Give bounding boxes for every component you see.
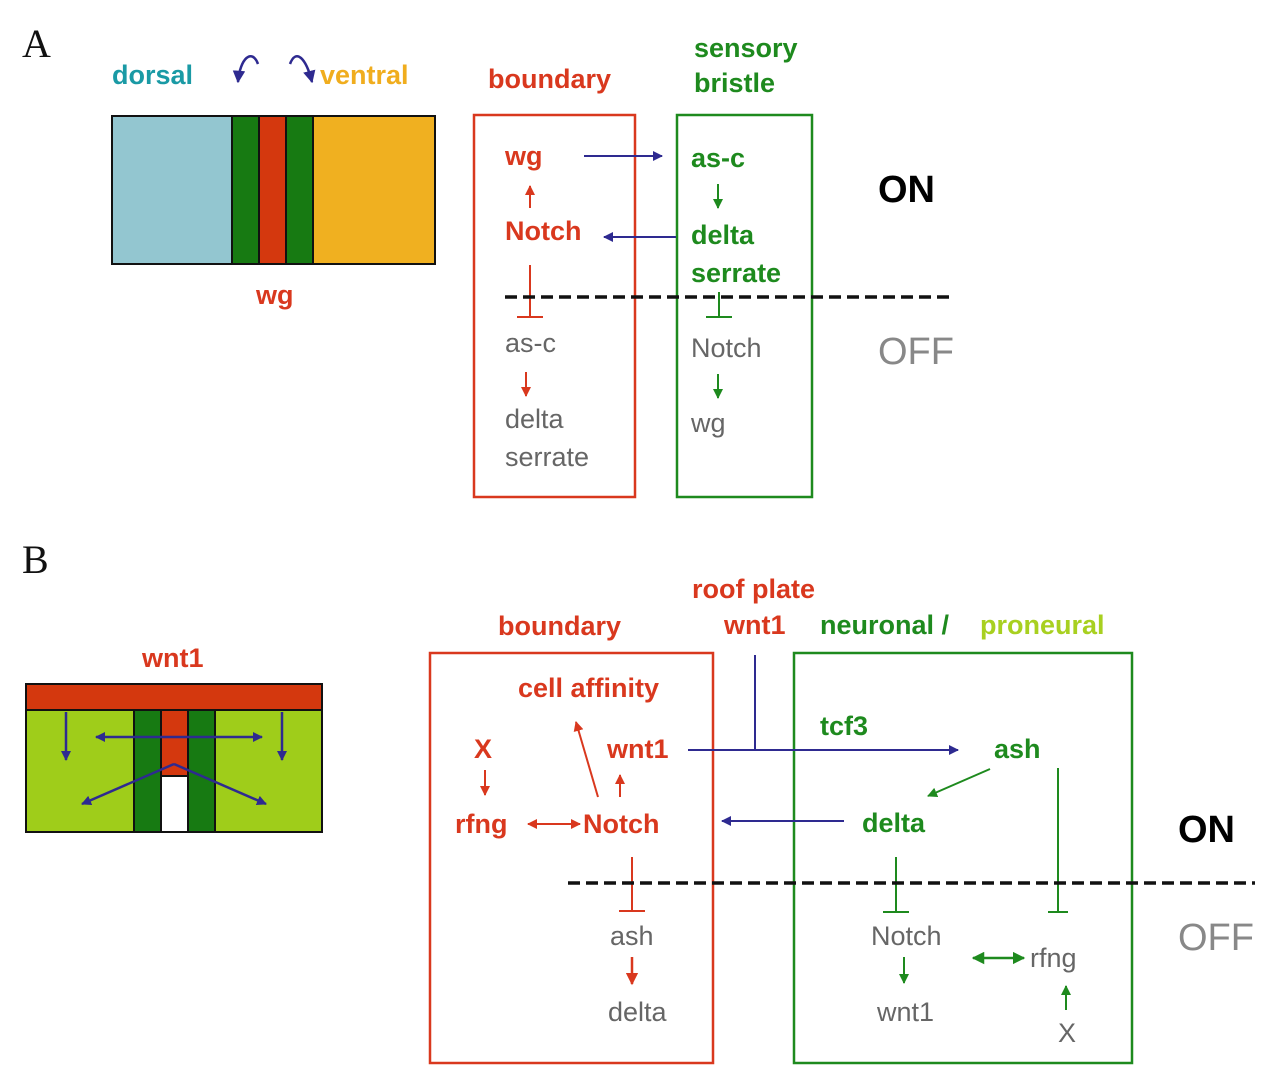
gene-wnt1-off: wnt1 — [876, 997, 934, 1027]
roof-plate — [25, 683, 323, 711]
gene-notch-off-b: Notch — [871, 921, 942, 951]
roof-plate-wnt1: wnt1 — [723, 610, 786, 640]
gene-x: X — [474, 734, 492, 764]
gene-ash: ash — [994, 734, 1041, 764]
off-label-b: OFF — [1178, 917, 1254, 959]
sensory-stripe-left — [231, 115, 260, 265]
dorsal-region — [111, 115, 233, 265]
arrow-notch-to-cell-affinity — [573, 721, 599, 798]
curved-arrow-right-icon — [288, 55, 316, 84]
arrow-diagonal-left-icon — [81, 762, 175, 806]
sensory-stripe-right — [285, 115, 314, 265]
proneural-title: proneural — [980, 610, 1105, 640]
gene-delta-b: delta — [862, 808, 926, 838]
off-label-a: OFF — [878, 331, 954, 373]
wg-label: wg — [255, 280, 294, 310]
neuronal-title: neuronal / — [820, 610, 950, 640]
gene-ash-off: ash — [610, 921, 654, 951]
gene-serrate-off: serrate — [505, 442, 589, 472]
ventral-region — [312, 115, 436, 265]
boundary-box-b: boundary cell affinity X wnt1 rfng Notch… — [428, 611, 715, 1065]
gene-wg-off: wg — [690, 408, 726, 438]
gene-as-c-off: as-c — [505, 328, 556, 358]
gene-tcf3: tcf3 — [820, 711, 868, 741]
gene-delta-off-b: delta — [608, 997, 668, 1027]
sensory-bristle-box-a: sensory bristle as-c delta serrate Notch… — [675, 33, 814, 499]
dorsal-label: dorsal — [112, 60, 193, 90]
boundary-core — [160, 709, 189, 777]
arrow-diagonal-right-icon — [173, 762, 267, 806]
gene-notch: Notch — [505, 216, 582, 246]
on-label-a: ON — [878, 169, 935, 211]
gene-cell-affinity: cell affinity — [518, 673, 659, 703]
curved-arrow-left-icon — [232, 55, 260, 84]
wg-stripe — [258, 115, 287, 265]
gene-notch-b: Notch — [583, 809, 660, 839]
gene-serrate: serrate — [691, 258, 781, 288]
boundary-frame-b — [428, 651, 715, 1065]
gene-delta: delta — [691, 220, 755, 250]
gene-delta-off: delta — [505, 404, 565, 434]
boundary-box-a: boundary wg Notch as-c delta serrate — [472, 64, 637, 499]
gene-rfng: rfng — [455, 809, 507, 839]
wing-disc-schematic: dorsal ventral wg — [111, 55, 436, 310]
gene-rfng-off: rfng — [1030, 943, 1077, 973]
neuronal-box-b: neuronal / proneural tcf3 ash delta Notc… — [792, 610, 1134, 1065]
wnt1-top-label: wnt1 — [141, 643, 204, 673]
neuronal-frame — [792, 651, 1134, 1065]
panel-a-label: A — [22, 21, 51, 66]
boundary-title-b: boundary — [498, 611, 621, 641]
boundary-title: boundary — [488, 64, 611, 94]
gene-wg: wg — [504, 141, 543, 171]
ventral-label: ventral — [320, 60, 409, 90]
sensory-title-line2: bristle — [694, 68, 775, 98]
neural-tube-schematic: wnt1 — [25, 643, 323, 833]
sensory-title-line1: sensory — [694, 33, 798, 63]
on-label-b: ON — [1178, 809, 1235, 851]
gene-wnt1: wnt1 — [606, 734, 669, 764]
gene-as-c: as-c — [691, 143, 745, 173]
roof-plate-label: roof plate — [692, 574, 815, 604]
panel-b-label: B — [22, 537, 49, 582]
gene-notch-off: Notch — [691, 333, 762, 363]
gene-x-off: X — [1058, 1018, 1076, 1048]
sensory-frame — [675, 113, 814, 499]
arrow-ash-to-delta — [927, 768, 991, 797]
boundary-frame — [472, 113, 637, 499]
